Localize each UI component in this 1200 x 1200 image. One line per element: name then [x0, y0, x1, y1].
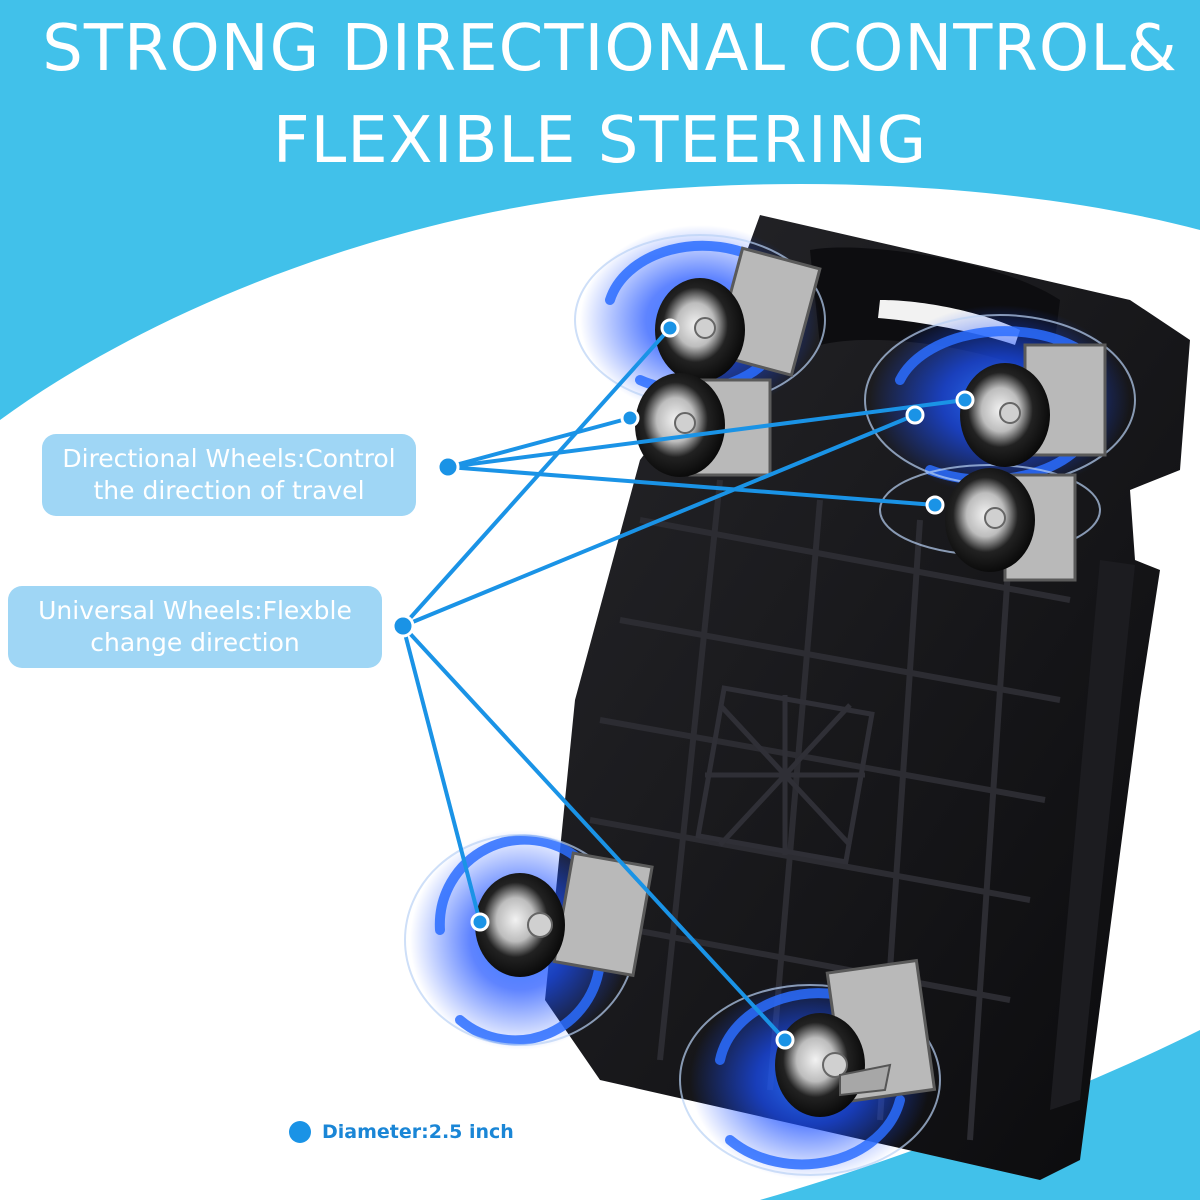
legend-dot-icon: [289, 1121, 311, 1143]
callout-universal-line-2: change direction: [90, 628, 300, 657]
diameter-legend: Diameter:2.5 inch: [289, 1118, 514, 1146]
legend-label: Diameter:2.5 inch: [322, 1121, 514, 1143]
callout-directional-line-1: Directional Wheels:Control: [62, 444, 396, 473]
caster-wheels: [475, 246, 1107, 1117]
bottom-wave: [760, 1030, 1200, 1200]
callout-directional-wheels: Directional Wheels:Control the direction…: [42, 434, 416, 516]
callout-universal-line-1: Universal Wheels:Flexble: [38, 596, 352, 625]
callout-universal-wheels: Universal Wheels:Flexble change directio…: [8, 586, 382, 668]
headline-line-2: FLEXIBLE STEERING: [272, 104, 928, 178]
callout-directional-line-2: the direction of travel: [93, 476, 365, 505]
sky-band: [0, 0, 1200, 420]
headline-line-1: STRONG DIRECTIONAL CONTROL&: [42, 12, 1178, 86]
leader-lines: [401, 326, 966, 1042]
leader-dots: [391, 318, 975, 1050]
